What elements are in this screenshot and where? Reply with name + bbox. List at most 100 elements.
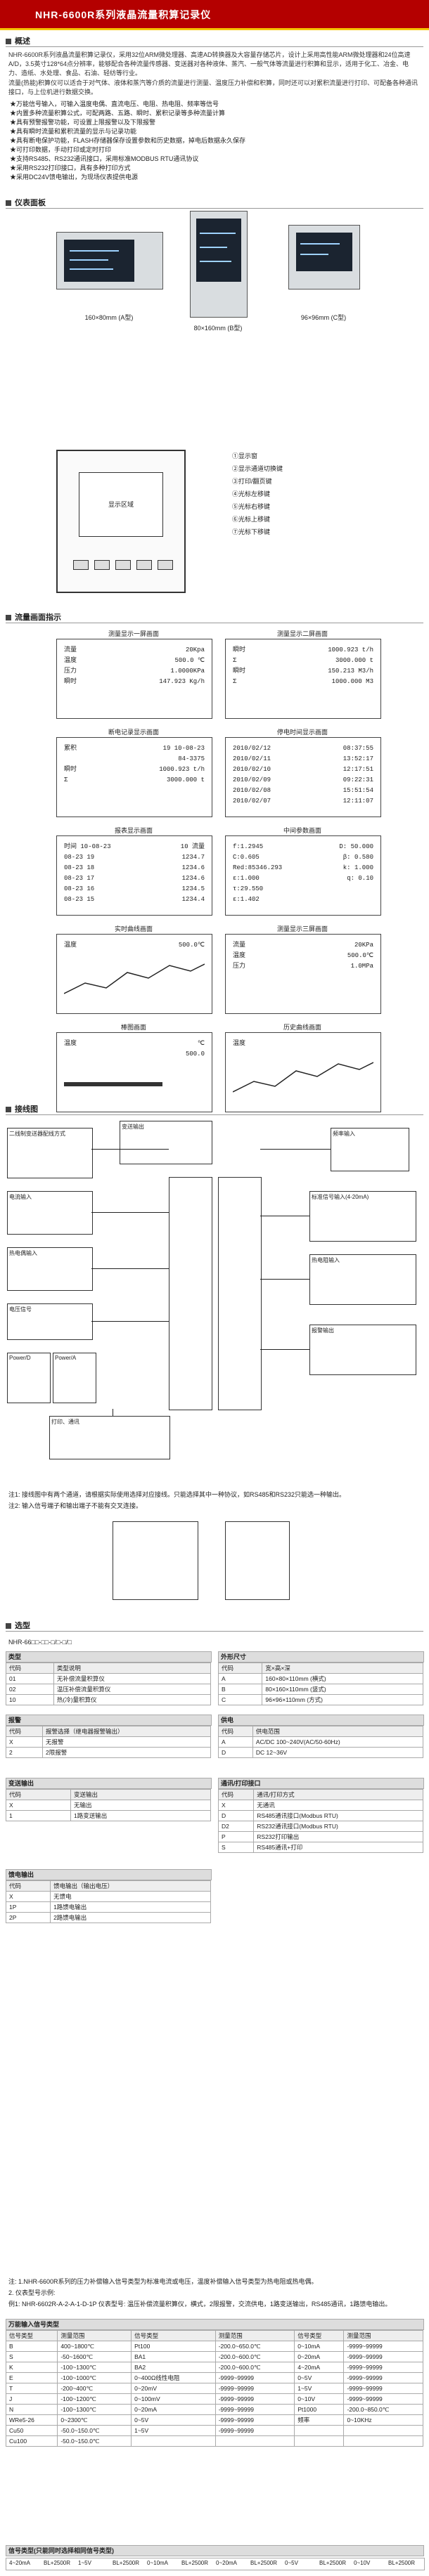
table-cell: 2限报警 (42, 1747, 211, 1758)
screen-row-value: 15:51:54 (342, 787, 373, 794)
wire (91, 1149, 169, 1150)
table-cell: 2 (5, 1747, 44, 1758)
table-header-cell: 代码 (5, 1789, 72, 1800)
feed-cell: 1~5V (78, 2560, 91, 2566)
table-cell: 0~10KHz (343, 2414, 423, 2426)
table-cell: E (5, 2372, 58, 2383)
legend-item: ②显示通道切换键 (232, 465, 283, 472)
table-cell: 无输出 (70, 1800, 211, 1811)
overview-text-1: NHR-6600R系列液晶流量积算记录仪，采用32位ARM微处理器、高速AD转换… (8, 51, 411, 77)
screen-row-value: 147.923 Kg/h (159, 678, 205, 685)
table-cell: S (5, 2351, 58, 2362)
wiring-label: 打印、通讯 (51, 1419, 79, 1425)
order-table-title: 变送输出 (6, 1778, 212, 1789)
table-header-cell: 馈电输出（输出电压） (50, 1880, 211, 1892)
screen-row-value: 84-3375 (178, 755, 205, 762)
screen-row-label: 2010/02/08 (233, 787, 271, 794)
feature-item: ★具有瞬时流量和累积流量的显示与记录功能 (10, 128, 137, 135)
table-cell: 0~10mA (294, 2341, 345, 2352)
table-cell: K (5, 2362, 58, 2373)
screen-caption: 实时曲线画面 (114, 925, 153, 932)
table-cell: N (5, 2404, 58, 2415)
table-cell: X (5, 1800, 72, 1811)
screen-row-label: τ:29.550 (233, 885, 264, 892)
screen-row-label: 08-23 16 (64, 885, 95, 892)
order-table-title: 供电 (218, 1715, 424, 1726)
device-a-caption: 160×80mm (A型) (84, 314, 134, 321)
device-b-caption: 80×160mm (B型) (193, 325, 243, 332)
wiring-box: 标准信号输入(4-20mA) (309, 1191, 416, 1242)
wiring-label: 二线制变送器配线方式 (9, 1131, 65, 1137)
table-cell: -200.0~600.0℃ (214, 2351, 295, 2362)
wiring-label: 变送输出 (122, 1124, 144, 1130)
wiring-note: 注1: 接线图中有两个通道，请根据实际使用选择对应接线。只能选择其中一种协议，如… (8, 1491, 346, 1498)
table-cell: -200.0~850.0℃ (343, 2404, 423, 2415)
wiring-box: Power/A (53, 1353, 96, 1403)
table-cell (343, 2435, 423, 2447)
table-cell: 01 (6, 1673, 54, 1684)
section-marker-icon (6, 1623, 11, 1629)
screen-caption: 测量显示二屏画面 (276, 630, 328, 637)
overview-heading: 概述 (6, 35, 423, 47)
screen-caption: 历史曲线画面 (283, 1024, 321, 1031)
wiring-box: 打印、通讯 (49, 1416, 170, 1459)
table-cell: 1~5V (294, 2383, 345, 2394)
table-cell: -50.0~150.0℃ (57, 2435, 132, 2447)
screen-row-label: 瞬时 (233, 646, 246, 653)
wiring-note: 注2: 输入信号端子和输出端子不能有交叉连接。 (8, 1502, 143, 1509)
screen-row-label: 2010/02/11 (233, 755, 271, 762)
table-header-cell: 报警选择（继电器报警输出） (42, 1726, 211, 1737)
display-area-label: 显示区域 (108, 501, 134, 508)
table-header-cell: 宽×高×深 (262, 1663, 423, 1674)
table-cell: D (217, 1810, 255, 1821)
table-cell: J (5, 2393, 58, 2405)
screens-heading: 流量画面指示 (6, 611, 423, 623)
screen-row-label: 时间 10-08-23 (64, 843, 111, 850)
table-cell: 0~20mA (294, 2351, 345, 2362)
table-cell (131, 2435, 216, 2447)
table-cell: 1路馈电输出 (50, 1901, 211, 1913)
table-header-cell: 信号类型 (5, 2330, 58, 2341)
order-table-title: 外形尺寸 (218, 1651, 424, 1663)
table-cell: 0~20mA (131, 2404, 216, 2415)
screen-row-label: 瞬时 (64, 766, 77, 773)
legend-item: ⑤光标右移键 (232, 503, 271, 510)
screen-row: 温度℃ (64, 1039, 205, 1048)
table-cell: 4~20mA (294, 2362, 345, 2373)
table-cell: -9999~99999 (343, 2372, 423, 2383)
table-cell: 2P (5, 1912, 51, 1923)
table-cell: B (217, 1684, 263, 1695)
wiring-box: 变送输出 (120, 1121, 212, 1164)
table-cell: 10 (6, 1694, 54, 1705)
feed-cell: BL+2500R (250, 2560, 278, 2566)
table-header-cell: 信号类型 (294, 2330, 345, 2341)
screen-mockup: 温度 (225, 1032, 381, 1112)
screen-row-value: 20KPa (354, 942, 373, 949)
device-c-caption: 96×96mm (C型) (300, 314, 347, 321)
